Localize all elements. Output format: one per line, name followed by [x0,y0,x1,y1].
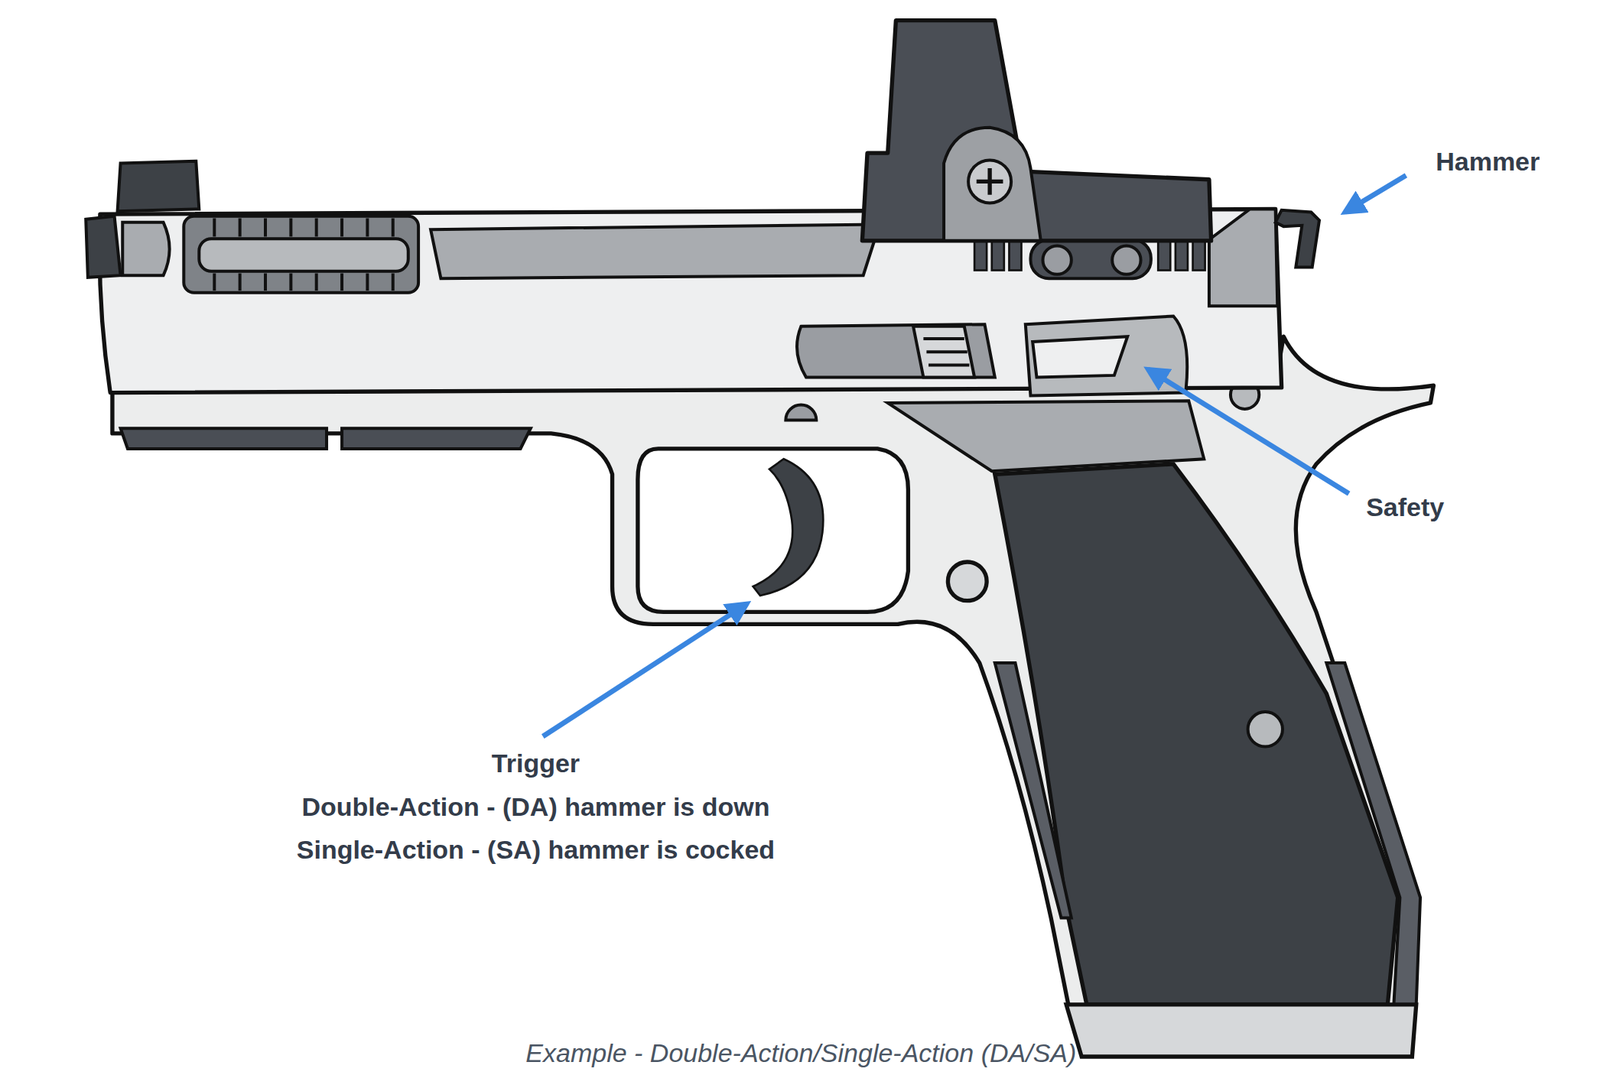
note-text: Double-Action - (DA) hammer is down [301,792,770,823]
note-text: Single-Action - (SA) hammer is cocked [296,835,775,866]
part-label: Hammer [1435,146,1540,176]
caption-text: Example - Double-Action/Single-Action (D… [525,1037,1077,1068]
part-label: Trigger [491,747,580,778]
part-label: Safety [1365,492,1444,523]
